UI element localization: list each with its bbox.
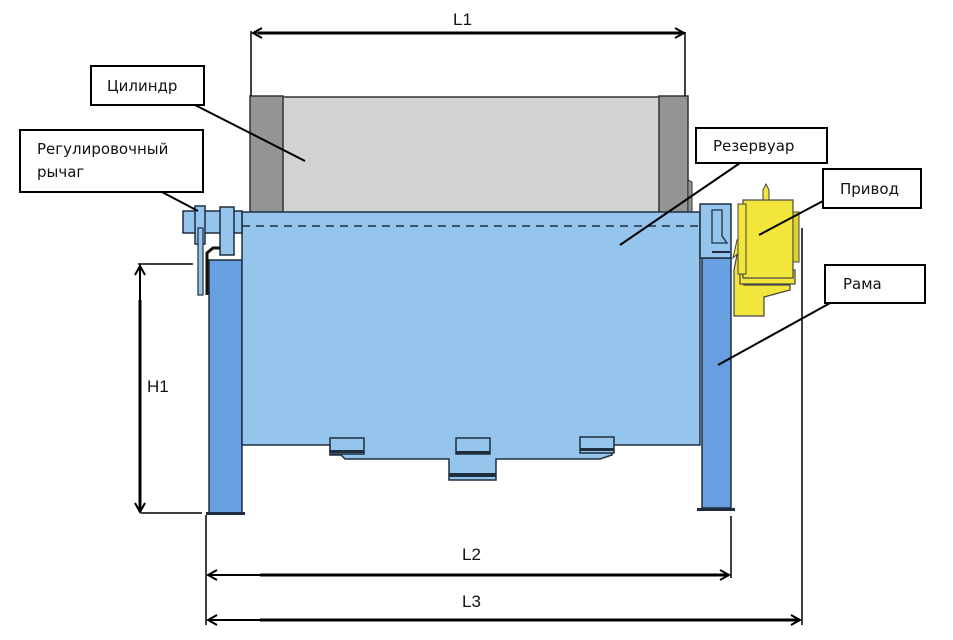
label-lever-text-line2: рычаг xyxy=(37,163,85,181)
leader-frame xyxy=(717,301,833,366)
label-cylinder: Цилиндр xyxy=(90,65,205,106)
bottom-clamp xyxy=(579,436,615,454)
dimension-l2 xyxy=(205,515,732,625)
dimension-l2-label: L2 xyxy=(462,545,481,564)
dimension-l1-label: L1 xyxy=(453,10,472,29)
label-drive-text: Привод xyxy=(840,179,899,198)
label-reservoir: Резервуар xyxy=(695,127,828,164)
frame xyxy=(206,257,735,515)
dimension-l1 xyxy=(250,31,685,96)
label-lever-text-line1: Регулировочный xyxy=(37,140,169,158)
adjusting-lever xyxy=(182,205,243,296)
drive xyxy=(732,182,800,317)
dimension-h1 xyxy=(138,263,202,513)
leader-reservoir xyxy=(619,162,741,246)
label-reservoir-text: Резервуар xyxy=(713,136,795,155)
frame-leg-left xyxy=(208,259,243,514)
cylinder xyxy=(249,95,693,214)
leader-drive xyxy=(758,200,824,236)
bottom-clamp xyxy=(329,437,365,455)
leader-cylinder xyxy=(194,104,306,162)
label-frame-text: Рама xyxy=(843,275,882,293)
cylinder-left-end xyxy=(249,95,284,214)
label-frame: Рама xyxy=(824,264,926,304)
dimension-l3-label: L3 xyxy=(462,592,481,611)
dimension-h1-label: H1 xyxy=(147,377,169,396)
bottom-clamp xyxy=(455,437,491,455)
reservoir xyxy=(241,211,701,481)
frame-leg-right xyxy=(701,257,732,509)
label-cylinder-text: Цилиндр xyxy=(107,76,178,95)
leader-lines xyxy=(161,104,833,366)
lever-handle xyxy=(197,227,204,296)
drain-outlet xyxy=(449,473,496,477)
label-adjusting-lever: Регулировочный рычаг xyxy=(19,129,204,193)
drive-motor xyxy=(742,199,794,279)
dimension-l3 xyxy=(208,228,803,625)
cylinder-right-end xyxy=(658,95,689,214)
cylinder-body xyxy=(281,96,661,214)
leader-lever xyxy=(161,191,199,212)
label-drive: Привод xyxy=(822,168,922,209)
bearing-housing xyxy=(699,203,732,259)
